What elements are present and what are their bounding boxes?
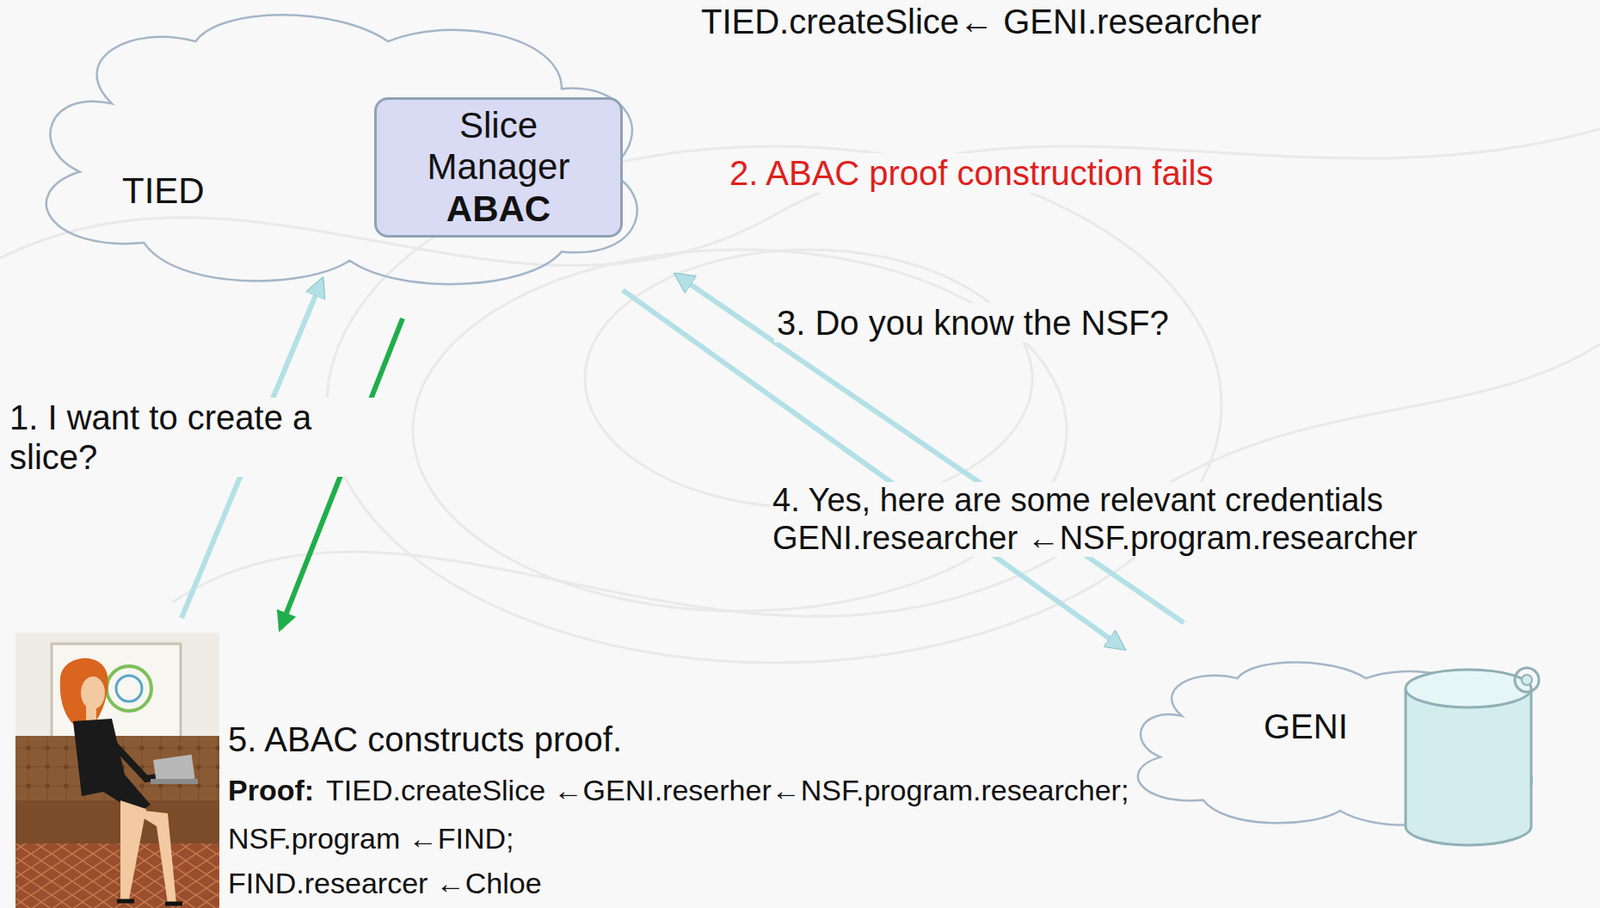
drawing-part bbox=[1521, 674, 1533, 685]
drawing-part bbox=[326, 146, 1222, 663]
drawing-part bbox=[15, 632, 220, 908]
drawing-part bbox=[15, 843, 220, 908]
drawing-part bbox=[0, 129, 1600, 265]
status-note: 2. ABAC proof construction fails bbox=[726, 153, 1217, 193]
drawing-part bbox=[86, 705, 97, 721]
message-arrow bbox=[622, 289, 1123, 648]
message-label: 3. Do you know the NSF? bbox=[774, 302, 1172, 343]
drawing-part bbox=[1405, 688, 1532, 826]
drawing-part bbox=[116, 900, 183, 904]
woman-illustration bbox=[15, 632, 220, 908]
drawing-part bbox=[0, 129, 1600, 663]
proof-line: NSF.program ←FIND; bbox=[225, 821, 517, 856]
drawing-part bbox=[15, 800, 220, 844]
cloud-name: TIED bbox=[122, 170, 205, 212]
drawing-part bbox=[1405, 669, 1532, 708]
step-note: 1. I want to create a slice? bbox=[6, 397, 382, 477]
process-box: Slice ManagerABAC bbox=[374, 97, 623, 238]
cloud-name: GENI bbox=[1263, 706, 1348, 746]
drawing-part bbox=[1405, 688, 1532, 826]
drawing-part bbox=[1514, 667, 1539, 692]
proof-line: FIND.researcer ←Chloe bbox=[225, 867, 545, 899]
proof-heading: Proof: bbox=[225, 773, 317, 807]
box-text: ABAC bbox=[446, 188, 551, 230]
drawing-part bbox=[73, 718, 151, 813]
drawing-part bbox=[584, 249, 1033, 508]
proof-line: TIED.createSlice ←GENI.reserher←NSF.prog… bbox=[323, 773, 1132, 807]
drawing-part bbox=[120, 800, 147, 899]
drawing-part bbox=[116, 675, 142, 702]
box-text: Slice Manager bbox=[385, 104, 612, 189]
drawing-part bbox=[1405, 825, 1532, 845]
cloud-outline bbox=[46, 14, 638, 284]
step-note: 5. ABAC constructs proof. bbox=[225, 719, 625, 759]
cloud-region: TIED Slice ManagerABAC bbox=[15, 0, 659, 296]
message-label: 4. Yes, here are some relevant credentia… bbox=[769, 481, 1584, 557]
drawing-part bbox=[150, 778, 198, 784]
policy-rule: TIED.createSlice← GENI.researcher bbox=[698, 1, 1264, 42]
drawing-part bbox=[80, 676, 105, 709]
message-arrow bbox=[676, 275, 1184, 623]
drawing-part bbox=[51, 643, 181, 740]
drawing-part bbox=[106, 665, 152, 711]
